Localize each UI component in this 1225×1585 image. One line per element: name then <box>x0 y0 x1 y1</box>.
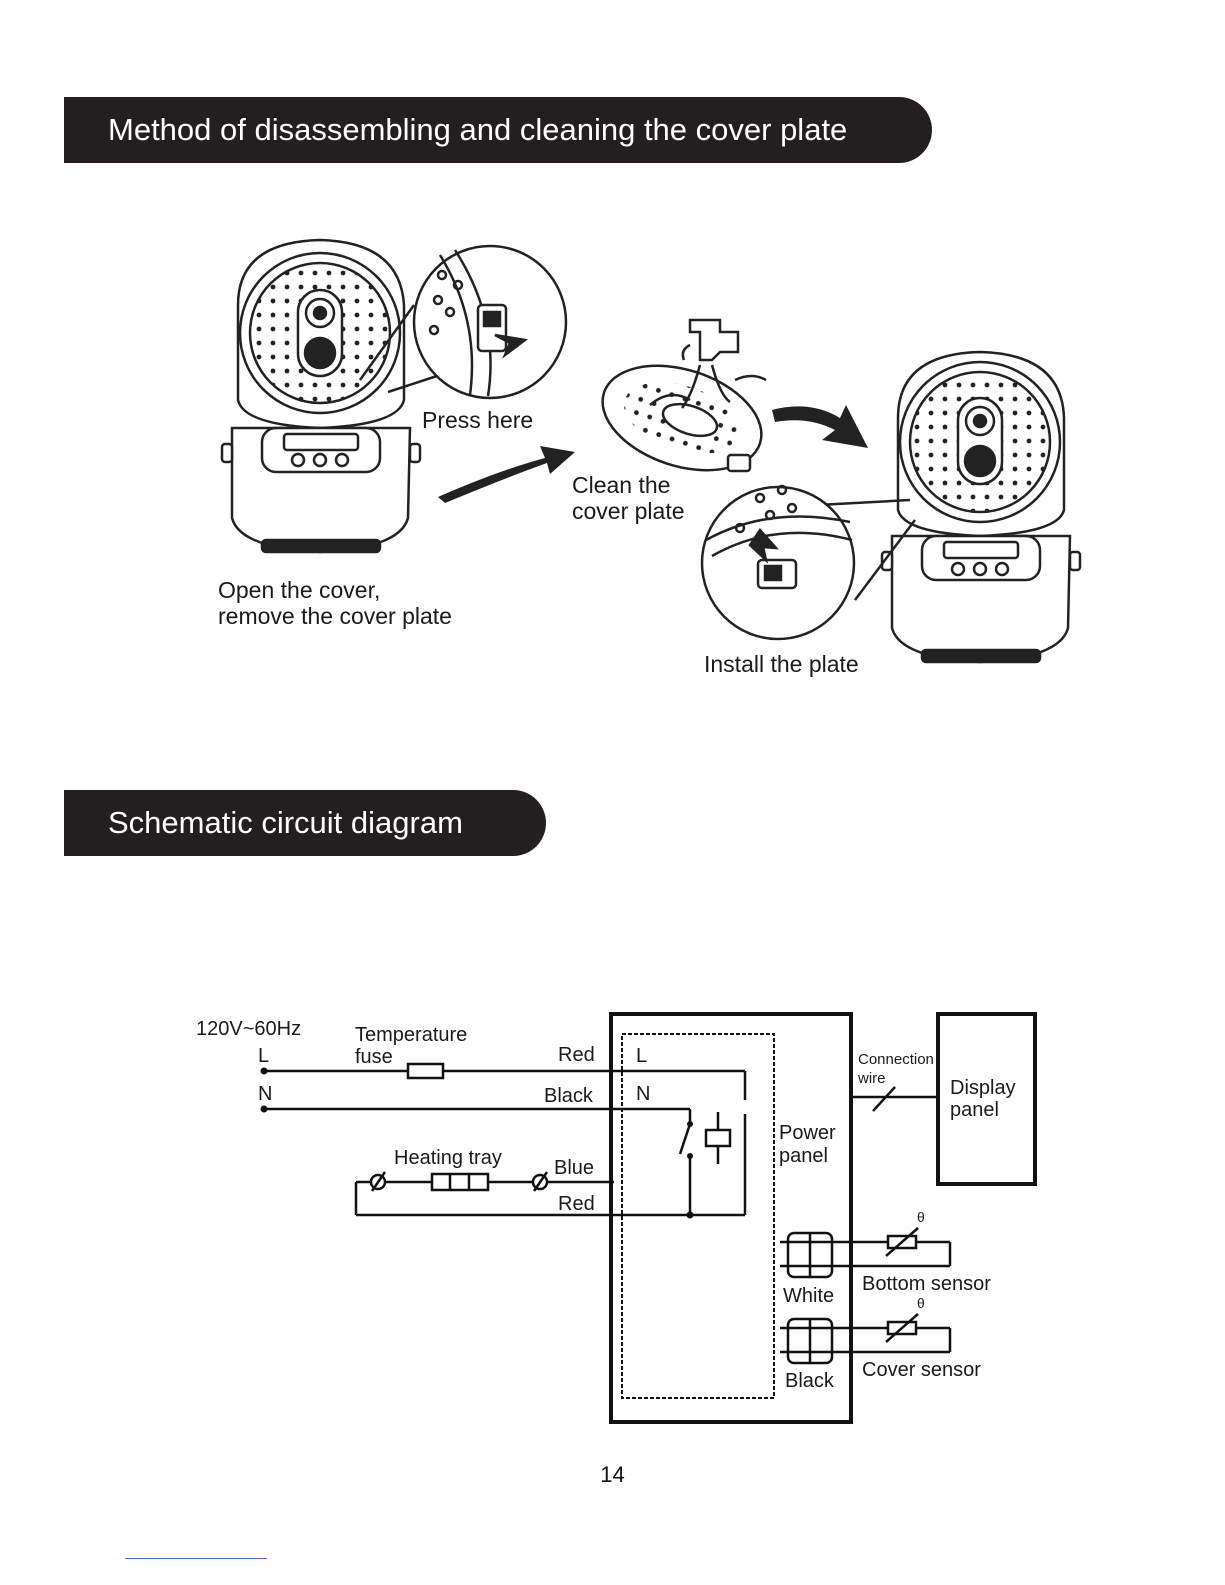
heating-tray-label: Heating tray <box>394 1147 502 1169</box>
theta-top-label: θ <box>917 1209 925 1225</box>
circuit-wires <box>264 1069 952 1354</box>
caption-clean-line2: cover plate <box>572 498 685 524</box>
fuse-label-line1: Temperature <box>355 1024 467 1046</box>
power-panel-inner-dashed <box>621 1033 775 1399</box>
panel-L-label: L <box>636 1045 647 1067</box>
wire-red-top-label: Red <box>558 1044 595 1066</box>
connection-wire-label-line1: Connection <box>858 1051 934 1068</box>
bottom-sensor-connector <box>780 1231 834 1279</box>
panel-N-label: N <box>636 1083 650 1105</box>
power-panel-label-line2: panel <box>779 1145 828 1167</box>
bottom-sensor-label: Bottom sensor <box>862 1273 991 1295</box>
clean-plate-illustration <box>601 318 767 473</box>
heating-tray-symbol <box>430 1172 490 1192</box>
caption-install: Install the plate <box>704 651 859 677</box>
white-connector-label: White <box>783 1285 834 1307</box>
rice-cooker-installed-illustration <box>880 350 1082 664</box>
caption-press-here: Press here <box>422 407 533 433</box>
wire-red-bottom-label: Red <box>558 1193 595 1215</box>
footer-rule <box>125 1558 267 1559</box>
display-panel-label-line2: panel <box>950 1099 999 1121</box>
black-connector-label: Black <box>785 1370 835 1392</box>
wire-black-label: Black <box>544 1085 594 1107</box>
arrow-to-install <box>772 405 868 448</box>
section-title-cleaning: Method of disassembling and cleaning the… <box>64 97 932 163</box>
display-panel-box <box>936 1012 1037 1186</box>
caption-open-line2: remove the cover plate <box>218 603 452 629</box>
junction-dots <box>260 1067 694 1219</box>
wire-blue-label: Blue <box>554 1157 594 1179</box>
power-panel-box <box>609 1012 853 1424</box>
display-panel-label-line1: Display <box>950 1077 1016 1099</box>
cover-sensor-label: Cover sensor <box>862 1359 981 1381</box>
section-title-circuit: Schematic circuit diagram <box>64 790 546 856</box>
supply-label: 120V~60Hz <box>196 1018 301 1040</box>
cover-sensor-connector <box>780 1317 834 1365</box>
install-detail <box>700 484 916 641</box>
caption-open-line1: Open the cover, <box>218 577 380 603</box>
connection-wire-label-line2: wire <box>857 1070 886 1087</box>
rice-cooker-open-illustration <box>220 238 422 554</box>
press-here-detail <box>358 244 568 400</box>
temperature-fuse-symbol <box>406 1062 445 1080</box>
theta-bottom-label: θ <box>917 1295 925 1311</box>
page-number: 14 <box>600 1462 625 1487</box>
terminal-symbols <box>369 1171 549 1192</box>
power-panel-label-line1: Power <box>779 1122 836 1144</box>
arrow-to-clean <box>438 446 575 503</box>
line-L-label: L <box>258 1045 269 1067</box>
fuse-label-line2: fuse <box>355 1046 393 1068</box>
caption-clean-line1: Clean the <box>572 472 670 498</box>
line-N-label: N <box>258 1083 272 1105</box>
